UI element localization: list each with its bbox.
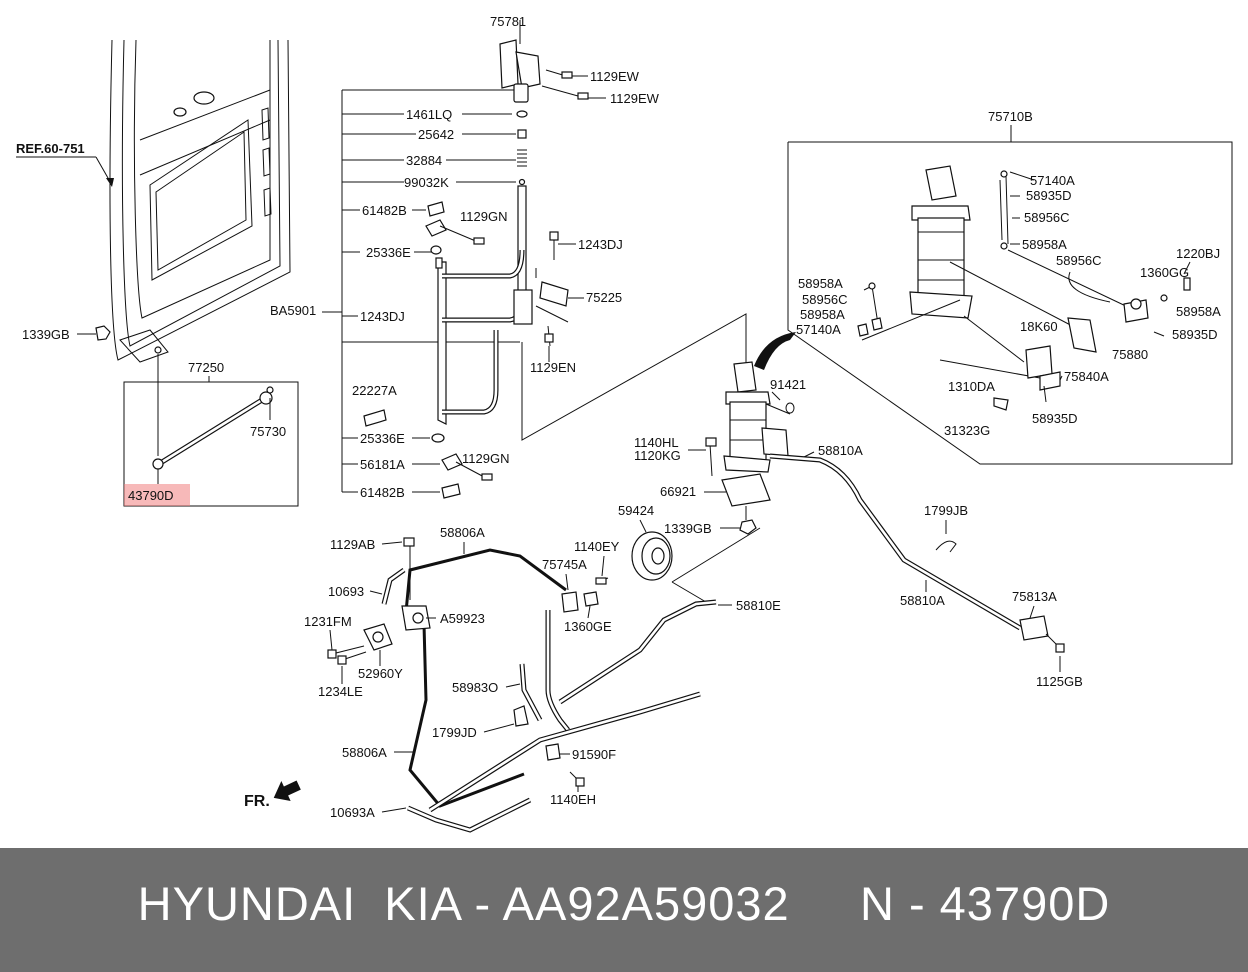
callout-label-75225[interactable]: 75225 [586,290,622,305]
parts-diagram: REF.60-751 1339GB 77250 75730 43790D [16,14,1233,833]
callout-label-1220bj[interactable]: 1220BJ [1176,246,1220,261]
callout-label-22227a[interactable]: 22227A [352,383,397,398]
pipe-58806A [327,537,717,833]
highlight-box-43790D [124,484,190,506]
callout-bracket-column [322,89,520,493]
callout-label-32884[interactable]: 32884 [406,153,442,168]
bottom-labels: 58810E 1129AB 58806A 1140EY 75745A 10693… [304,525,781,820]
callout-label-18k60[interactable]: 18K60 [1020,319,1058,334]
compressor-labels: 57140A 58935D 58956C 58958A 58956C 1220B… [796,173,1221,438]
callout-label-58956c-2[interactable]: 58956C [1056,253,1102,268]
callout-label-91421[interactable]: 91421 [770,377,806,392]
door-frame [109,39,291,456]
callout-label-75710b[interactable]: 75710B [988,109,1033,124]
callout-label-99032k[interactable]: 99032K [404,175,449,190]
callout-label-1339gb-1[interactable]: 1339GB [22,327,70,342]
callout-label-58810a-2[interactable]: 58810A [900,593,945,608]
center-compressor [705,361,795,535]
pipe-58810A: 1799JB 58810A 75813A 1125GB [769,453,1083,689]
callout-label-75745a[interactable]: 75745A [542,557,587,572]
callout-label-75880[interactable]: 75880 [1112,347,1148,362]
callout-label-58935d-1[interactable]: 58935D [1026,188,1072,203]
callout-label-58806a-1[interactable]: 58806A [440,525,485,540]
callout-label-58810e[interactable]: 58810E [736,598,781,613]
callout-label-58806a-2[interactable]: 58806A [342,745,387,760]
callout-label-58956c-1[interactable]: 58956C [1024,210,1070,225]
callout-label-1140hl[interactable]: 1140HL [634,435,679,450]
ref-label[interactable]: REF.60-751 [16,141,85,156]
callout-label-57140a-2[interactable]: 57140A [796,322,841,337]
callout-label-1120kg[interactable]: 1120KG [634,448,681,463]
callout-label-58810a-1[interactable]: 58810A [818,443,863,458]
callout-label-31323g[interactable]: 31323G [944,423,990,438]
callout-label-75781[interactable]: 75781 [490,14,526,29]
callout-1339GB-1: 1339GB [22,325,111,342]
callout-label-1129ew-1[interactable]: 1129EW [590,69,640,84]
callout-label-ba5901[interactable]: BA5901 [270,303,316,318]
part-number-banner: HYUNDAI KIA - AA92A59032 N - 43790D [0,848,1248,972]
center-labels: 91421 1140HL 1120KG 58810A 66921 1339GB [634,377,863,536]
callout-label-1125gb[interactable]: 1125GB [1036,674,1083,689]
callout-label-1243dj-1[interactable]: 1243DJ [578,237,623,252]
callout-label-front-marker[interactable]: FR. [244,793,270,810]
callout-label-58958a-3[interactable]: 58958A [798,276,843,291]
callout-label-56181a[interactable]: 56181A [360,457,405,472]
compressor-assembly-box: 75710B [787,109,1233,465]
callout-label-58958a-2[interactable]: 58958A [1176,304,1221,319]
column-labels: 75781 1129EW 1129EW 1461LQ 25642 32884 9… [270,14,660,500]
callout-label-1799jb[interactable]: 1799JB [924,503,968,518]
callout-label-1140eh[interactable]: 1140EH [550,792,596,807]
callout-label-1129gn-2[interactable]: 1129GN [462,451,509,466]
callout-label-75840a[interactable]: 75840A [1064,369,1109,384]
callout-label-a59923[interactable]: A59923 [440,611,485,626]
callout-label-1234le[interactable]: 1234LE [318,684,363,699]
callout-label-10693[interactable]: 10693 [328,584,364,599]
callout-label-1360gg[interactable]: 1360GG [1140,265,1189,280]
callout-label-61482b-1[interactable]: 61482B [362,203,407,218]
callout-label-58983o[interactable]: 58983O [452,680,498,695]
door-hinge-column [363,20,747,499]
callout-label-1129ab[interactable]: 1129AB [330,537,375,552]
callout-label-58956c-3[interactable]: 58956C [802,292,848,307]
banner-text: HYUNDAI KIA - AA92A59032 N - 43790D [137,877,1111,930]
callout-label-25336e-2[interactable]: 25336E [360,431,405,446]
callout-label-1243dj-2[interactable]: 1243DJ [360,309,405,324]
callout-label-58935d-2[interactable]: 58935D [1172,327,1218,342]
callout-label-1129gn-1[interactable]: 1129GN [460,209,507,224]
callout-label-25642[interactable]: 25642 [418,127,454,142]
callout-label-52960y[interactable]: 52960Y [358,666,403,681]
ref-label-group: REF.60-751 [16,141,114,187]
callout-label-1360ge[interactable]: 1360GE [564,619,612,634]
zoom-arrow [754,332,796,370]
callout-label-25336e-1[interactable]: 25336E [366,245,411,260]
callout-label-75813a[interactable]: 75813A [1012,589,1057,604]
callout-label-1140ey[interactable]: 1140EY [574,539,620,554]
front-direction-marker: FR. [244,780,301,810]
front-arrow-icon [273,780,301,801]
callout-label-58935d-3[interactable]: 58935D [1032,411,1078,426]
callout-label-59424[interactable]: 59424 [618,503,654,518]
callout-label-1310da[interactable]: 1310DA [948,379,995,394]
callout-label-1339gb-2[interactable]: 1339GB [664,521,712,536]
callout-label-1129ew-2[interactable]: 1129EW [610,91,660,106]
callout-label-77250[interactable]: 77250 [188,360,224,375]
callout-label-10693a[interactable]: 10693A [330,805,375,820]
rod-assembly-box: 77250 75730 43790D [123,360,299,507]
cap-59424: 59424 [618,503,673,581]
callout-label-75730[interactable]: 75730 [250,424,286,439]
highlighted-part-label[interactable]: 43790D [128,488,174,503]
callout-label-1231fm[interactable]: 1231FM [304,614,352,629]
callout-label-58958a-4[interactable]: 58958A [800,307,845,322]
callout-label-66921[interactable]: 66921 [660,484,696,499]
callout-label-91590f[interactable]: 91590F [572,747,616,762]
callout-label-57140a-1[interactable]: 57140A [1030,173,1075,188]
callout-label-58958a-1[interactable]: 58958A [1022,237,1067,252]
callout-label-1129en[interactable]: 1129EN [530,360,576,375]
callout-label-61482b-2[interactable]: 61482B [360,485,405,500]
callout-label-1799jd[interactable]: 1799JD [432,725,477,740]
callout-label-1461lq[interactable]: 1461LQ [406,107,452,122]
